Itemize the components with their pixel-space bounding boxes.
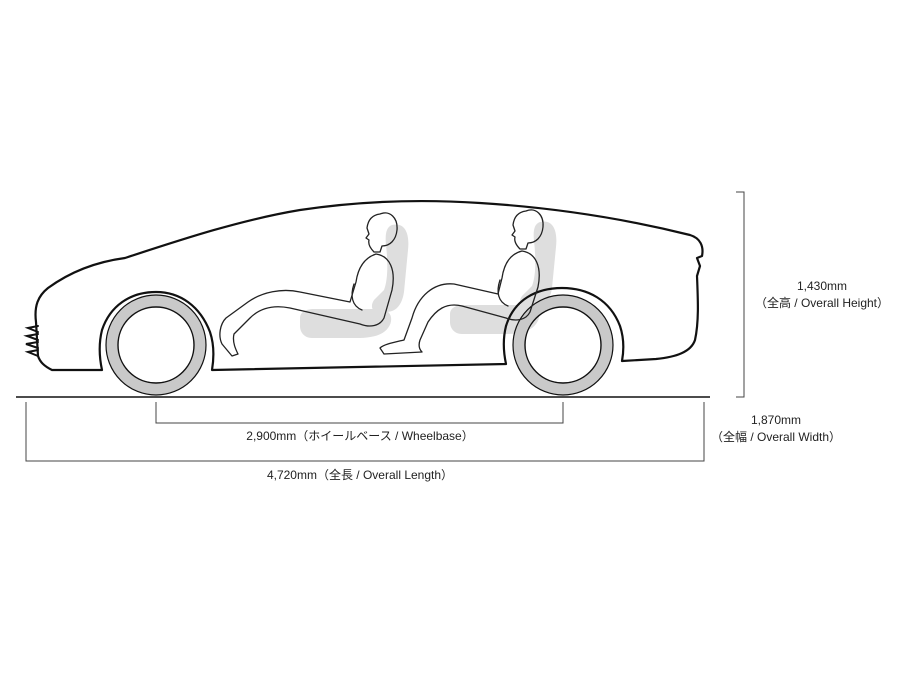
overall-length-label: 4,720mm（全長 / Overall Length） xyxy=(266,468,454,482)
overall-width-value: 1,870mm xyxy=(750,413,802,427)
front-seat xyxy=(300,224,409,338)
front-grille xyxy=(23,325,39,357)
height-bracket xyxy=(736,191,745,398)
car-body-outline xyxy=(34,199,704,372)
overall-height-label: 1,430mm （全高 / Overall Height） xyxy=(752,278,892,312)
wheelbase-label: 2,900mm（ホイールベース / Wheelbase） xyxy=(246,429,474,443)
front-occupant xyxy=(219,212,398,357)
rear-tire xyxy=(513,295,613,395)
overall-height-caption: （全高 / Overall Height） xyxy=(754,296,890,310)
overall-height-value: 1,430mm xyxy=(796,279,848,293)
rear-wheel xyxy=(512,294,614,396)
wheelbase-bracket xyxy=(155,402,564,424)
front-tire xyxy=(106,295,206,395)
dimension-lines xyxy=(25,191,745,462)
front-wheel xyxy=(105,294,207,396)
length-bracket xyxy=(25,402,705,462)
rear-occupant xyxy=(379,209,544,355)
overall-width-caption: （全幅 / Overall Width） xyxy=(710,430,842,444)
overall-width-label: 1,870mm （全幅 / Overall Width） xyxy=(706,412,846,446)
